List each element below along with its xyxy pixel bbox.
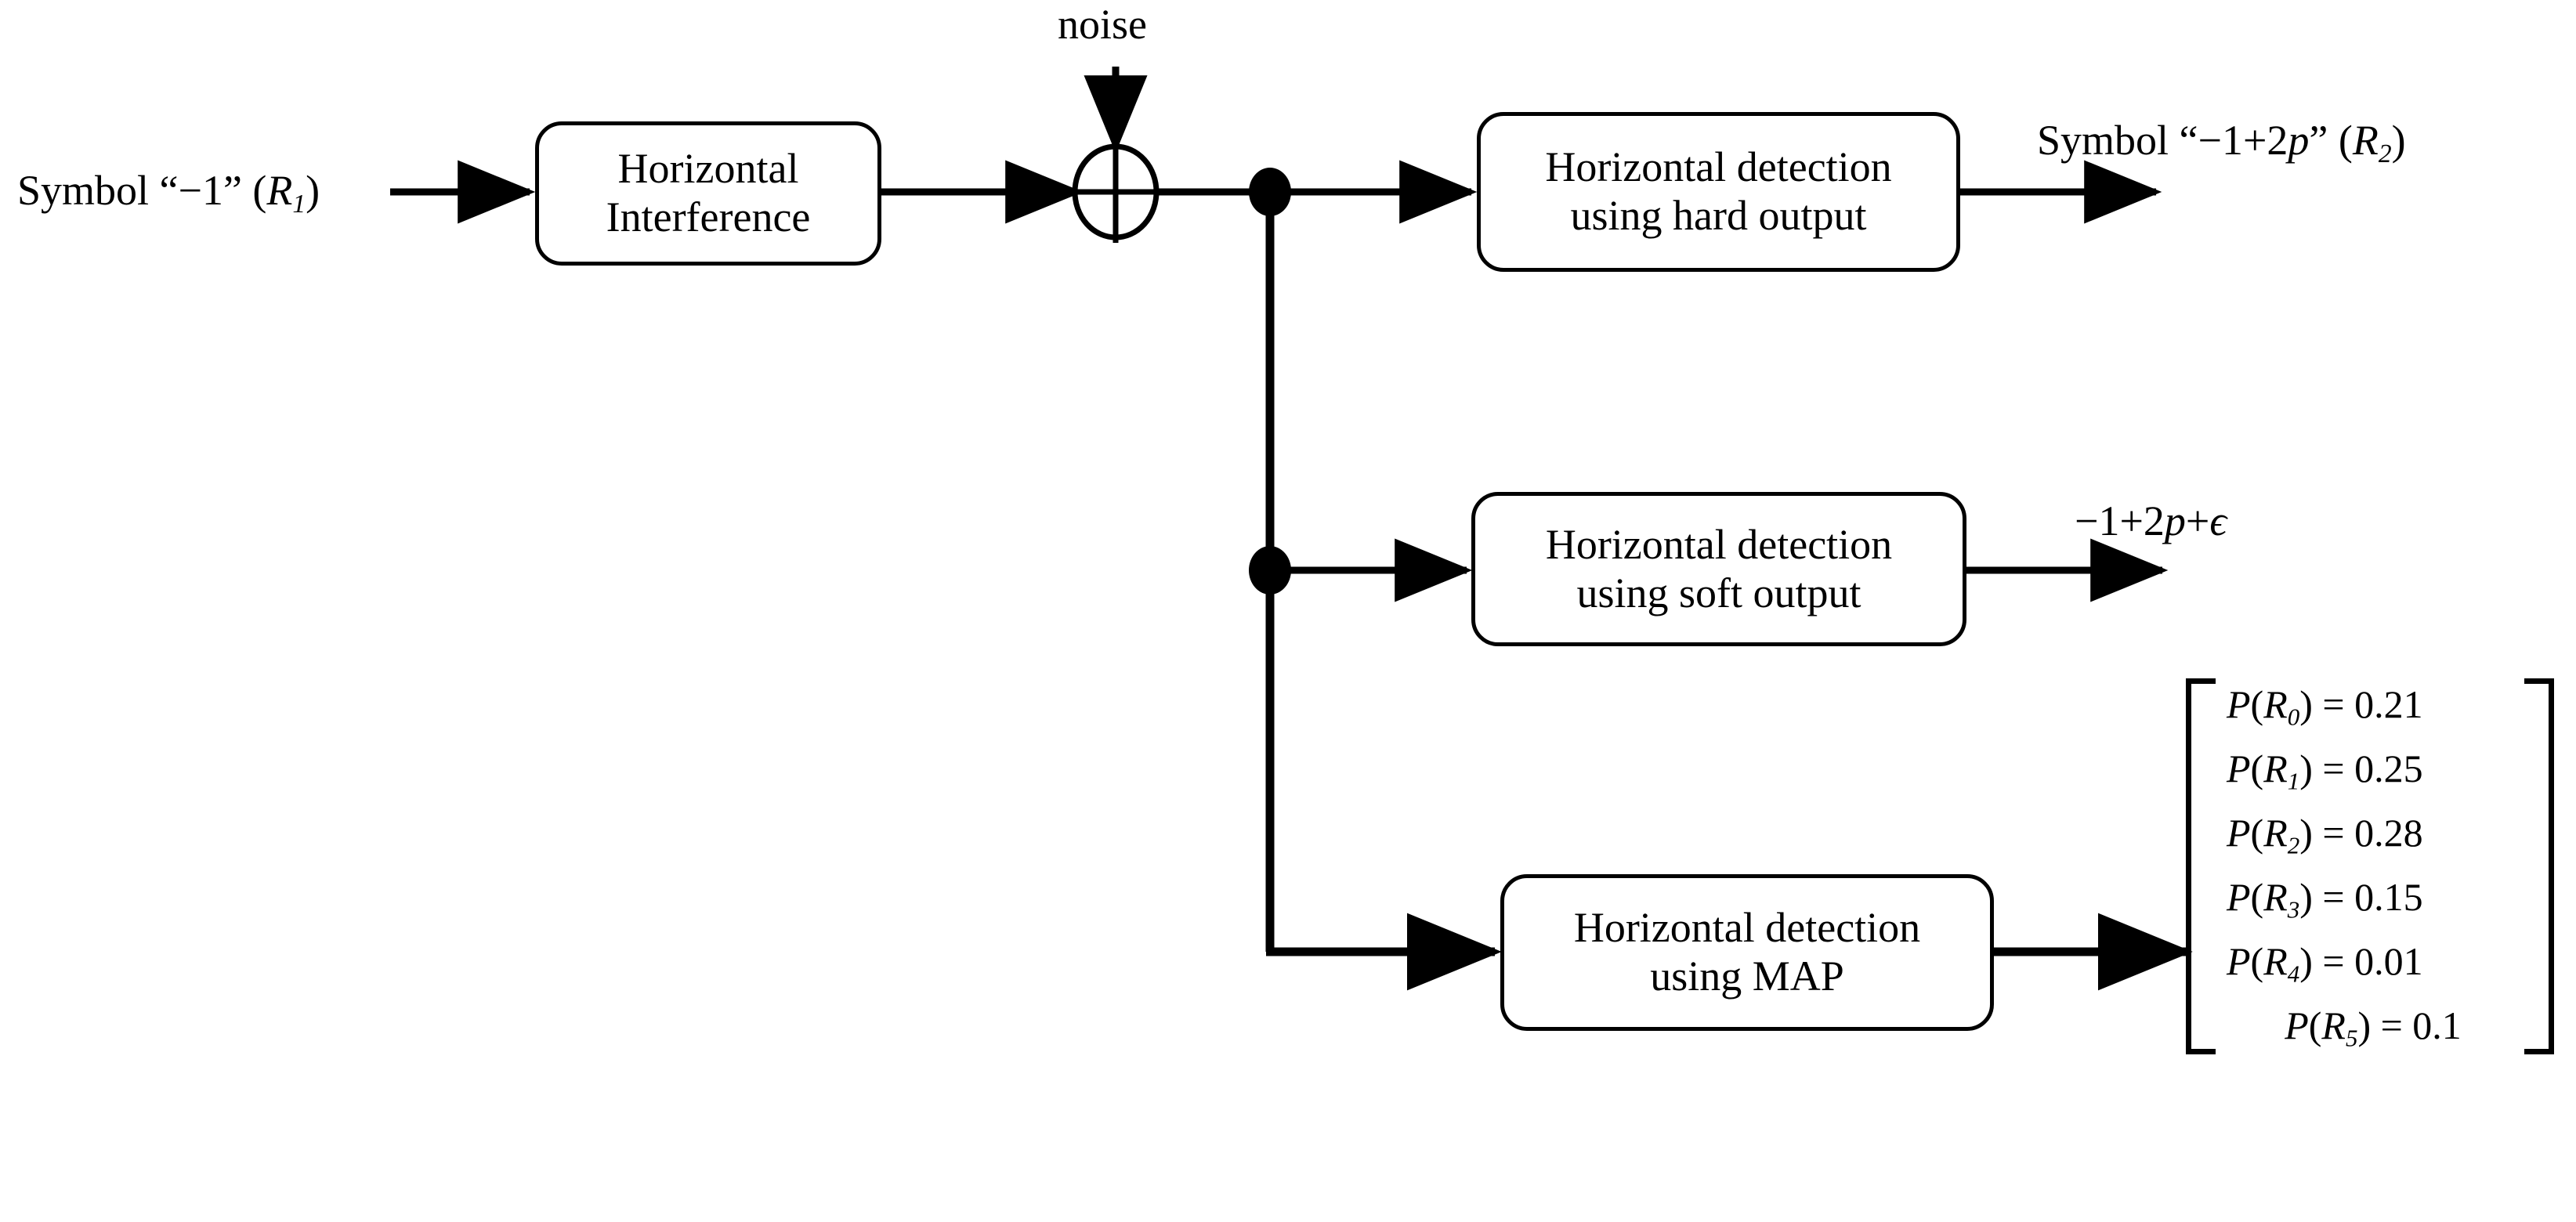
matrix-rows: P(R0) = 0.21 P(R1) = 0.25 P(R2) = 0.28 P… bbox=[2216, 678, 2531, 1054]
matrix-row-3-eq: = bbox=[2322, 874, 2345, 919]
matrix-row-3-fn: P bbox=[2227, 874, 2251, 919]
matrix-row: P(R5) = 0.1 bbox=[2285, 1003, 2462, 1051]
output-hard-var: R bbox=[2352, 117, 2379, 164]
matrix-row-2-sub: 2 bbox=[2287, 831, 2300, 859]
input-symbol-sub: 1 bbox=[292, 190, 306, 219]
matrix-row: P(R2) = 0.28 bbox=[2227, 810, 2423, 859]
block-map-line1: Horizontal detection bbox=[1573, 904, 1921, 952]
matrix-row: P(R1) = 0.25 bbox=[2227, 746, 2423, 795]
matrix-row-5-eq: = bbox=[2380, 1003, 2403, 1047]
matrix-row-5-var: R bbox=[2321, 1003, 2346, 1047]
output-hard-suffix: ) bbox=[2391, 117, 2406, 164]
matrix-row-4-fn: P bbox=[2227, 938, 2251, 983]
matrix-row-2-var: R bbox=[2263, 810, 2288, 855]
output-soft-label: −1+2p+ϵ bbox=[2075, 500, 2227, 542]
matrix-row-4-var: R bbox=[2263, 938, 2288, 983]
block-horizontal-detection-map[interactable]: Horizontal detection using MAP bbox=[1500, 874, 1994, 1031]
output-hard-mid: ” ( bbox=[2309, 117, 2353, 164]
output-hard-prefix: Symbol “−1+2 bbox=[2037, 117, 2288, 164]
matrix-row-3-var: R bbox=[2263, 874, 2288, 919]
block-hard-line1: Horizontal detection bbox=[1545, 143, 1892, 191]
block-horizontal-interference[interactable]: Horizontal Interference bbox=[535, 121, 881, 266]
input-symbol-prefix: Symbol “−1” ( bbox=[17, 167, 267, 214]
output-hard-sub: 2 bbox=[2378, 139, 2392, 169]
block-soft-line2: using soft output bbox=[1576, 569, 1861, 616]
output-soft-italic-p: p bbox=[2164, 497, 2186, 544]
matrix-row-1-fn: P bbox=[2227, 746, 2251, 790]
matrix-row-1-sub: 1 bbox=[2287, 767, 2300, 795]
block-horizontal-detection-hard[interactable]: Horizontal detection using hard output bbox=[1477, 112, 1960, 272]
matrix-row-2-value: 0.28 bbox=[2354, 810, 2423, 855]
output-hard-label: Symbol “−1+2p” (R2) bbox=[2037, 119, 2406, 168]
matrix-row-2-eq: = bbox=[2322, 810, 2345, 855]
matrix-row-5-fn: P bbox=[2285, 1003, 2309, 1047]
matrix-row-0-eq: = bbox=[2322, 682, 2345, 726]
matrix-row-0-sub: 0 bbox=[2287, 703, 2300, 731]
block-hard-line2: using hard output bbox=[1570, 192, 1867, 239]
matrix-row-0-var: R bbox=[2263, 682, 2288, 726]
adder-circle bbox=[1072, 143, 1160, 240]
block-interference-line1: Horizontal bbox=[617, 145, 799, 193]
block-soft-line1: Horizontal detection bbox=[1545, 520, 1893, 568]
output-soft-prefix: −1+2 bbox=[2075, 497, 2165, 544]
matrix-bracket-left bbox=[2186, 678, 2216, 1054]
junction-dot-hard bbox=[1249, 168, 1291, 216]
input-symbol-var: R bbox=[266, 167, 293, 214]
output-soft-plus: + bbox=[2185, 497, 2210, 544]
matrix-row-3-sub: 3 bbox=[2287, 895, 2300, 924]
junction-dot-soft bbox=[1249, 546, 1291, 595]
output-soft-epsilon: ϵ bbox=[2209, 497, 2227, 544]
block-interference-line2: Interference bbox=[606, 193, 811, 240]
matrix-row: P(R3) = 0.15 bbox=[2227, 874, 2423, 924]
matrix-row-3-value: 0.15 bbox=[2354, 874, 2423, 919]
matrix-bracket-right bbox=[2524, 678, 2554, 1054]
matrix-row-5-value: 0.1 bbox=[2412, 1003, 2462, 1047]
input-symbol-label: Symbol “−1” (R1) bbox=[17, 169, 320, 218]
noise-label: noise bbox=[1058, 1, 1147, 48]
matrix-row-2-fn: P bbox=[2227, 810, 2251, 855]
probability-matrix: P(R0) = 0.21 P(R1) = 0.25 P(R2) = 0.28 P… bbox=[2186, 678, 2554, 1054]
matrix-row-4-value: 0.01 bbox=[2354, 938, 2423, 983]
matrix-row-4-sub: 4 bbox=[2287, 960, 2300, 988]
block-map-line2: using MAP bbox=[1650, 953, 1844, 1000]
matrix-row-1-eq: = bbox=[2322, 746, 2345, 790]
block-horizontal-detection-soft[interactable]: Horizontal detection using soft output bbox=[1471, 492, 1966, 646]
input-symbol-suffix: ) bbox=[306, 167, 320, 214]
matrix-row-1-var: R bbox=[2263, 746, 2288, 790]
matrix-row: P(R4) = 0.01 bbox=[2227, 938, 2423, 988]
matrix-row-0-value: 0.21 bbox=[2354, 682, 2423, 726]
output-hard-italic-p: p bbox=[2288, 117, 2310, 164]
matrix-row: P(R0) = 0.21 bbox=[2227, 682, 2423, 731]
matrix-row-5-sub: 5 bbox=[2345, 1023, 2358, 1051]
matrix-row-0-fn: P bbox=[2227, 682, 2251, 726]
matrix-row-4-eq: = bbox=[2322, 938, 2345, 983]
matrix-row-1-value: 0.25 bbox=[2354, 746, 2423, 790]
